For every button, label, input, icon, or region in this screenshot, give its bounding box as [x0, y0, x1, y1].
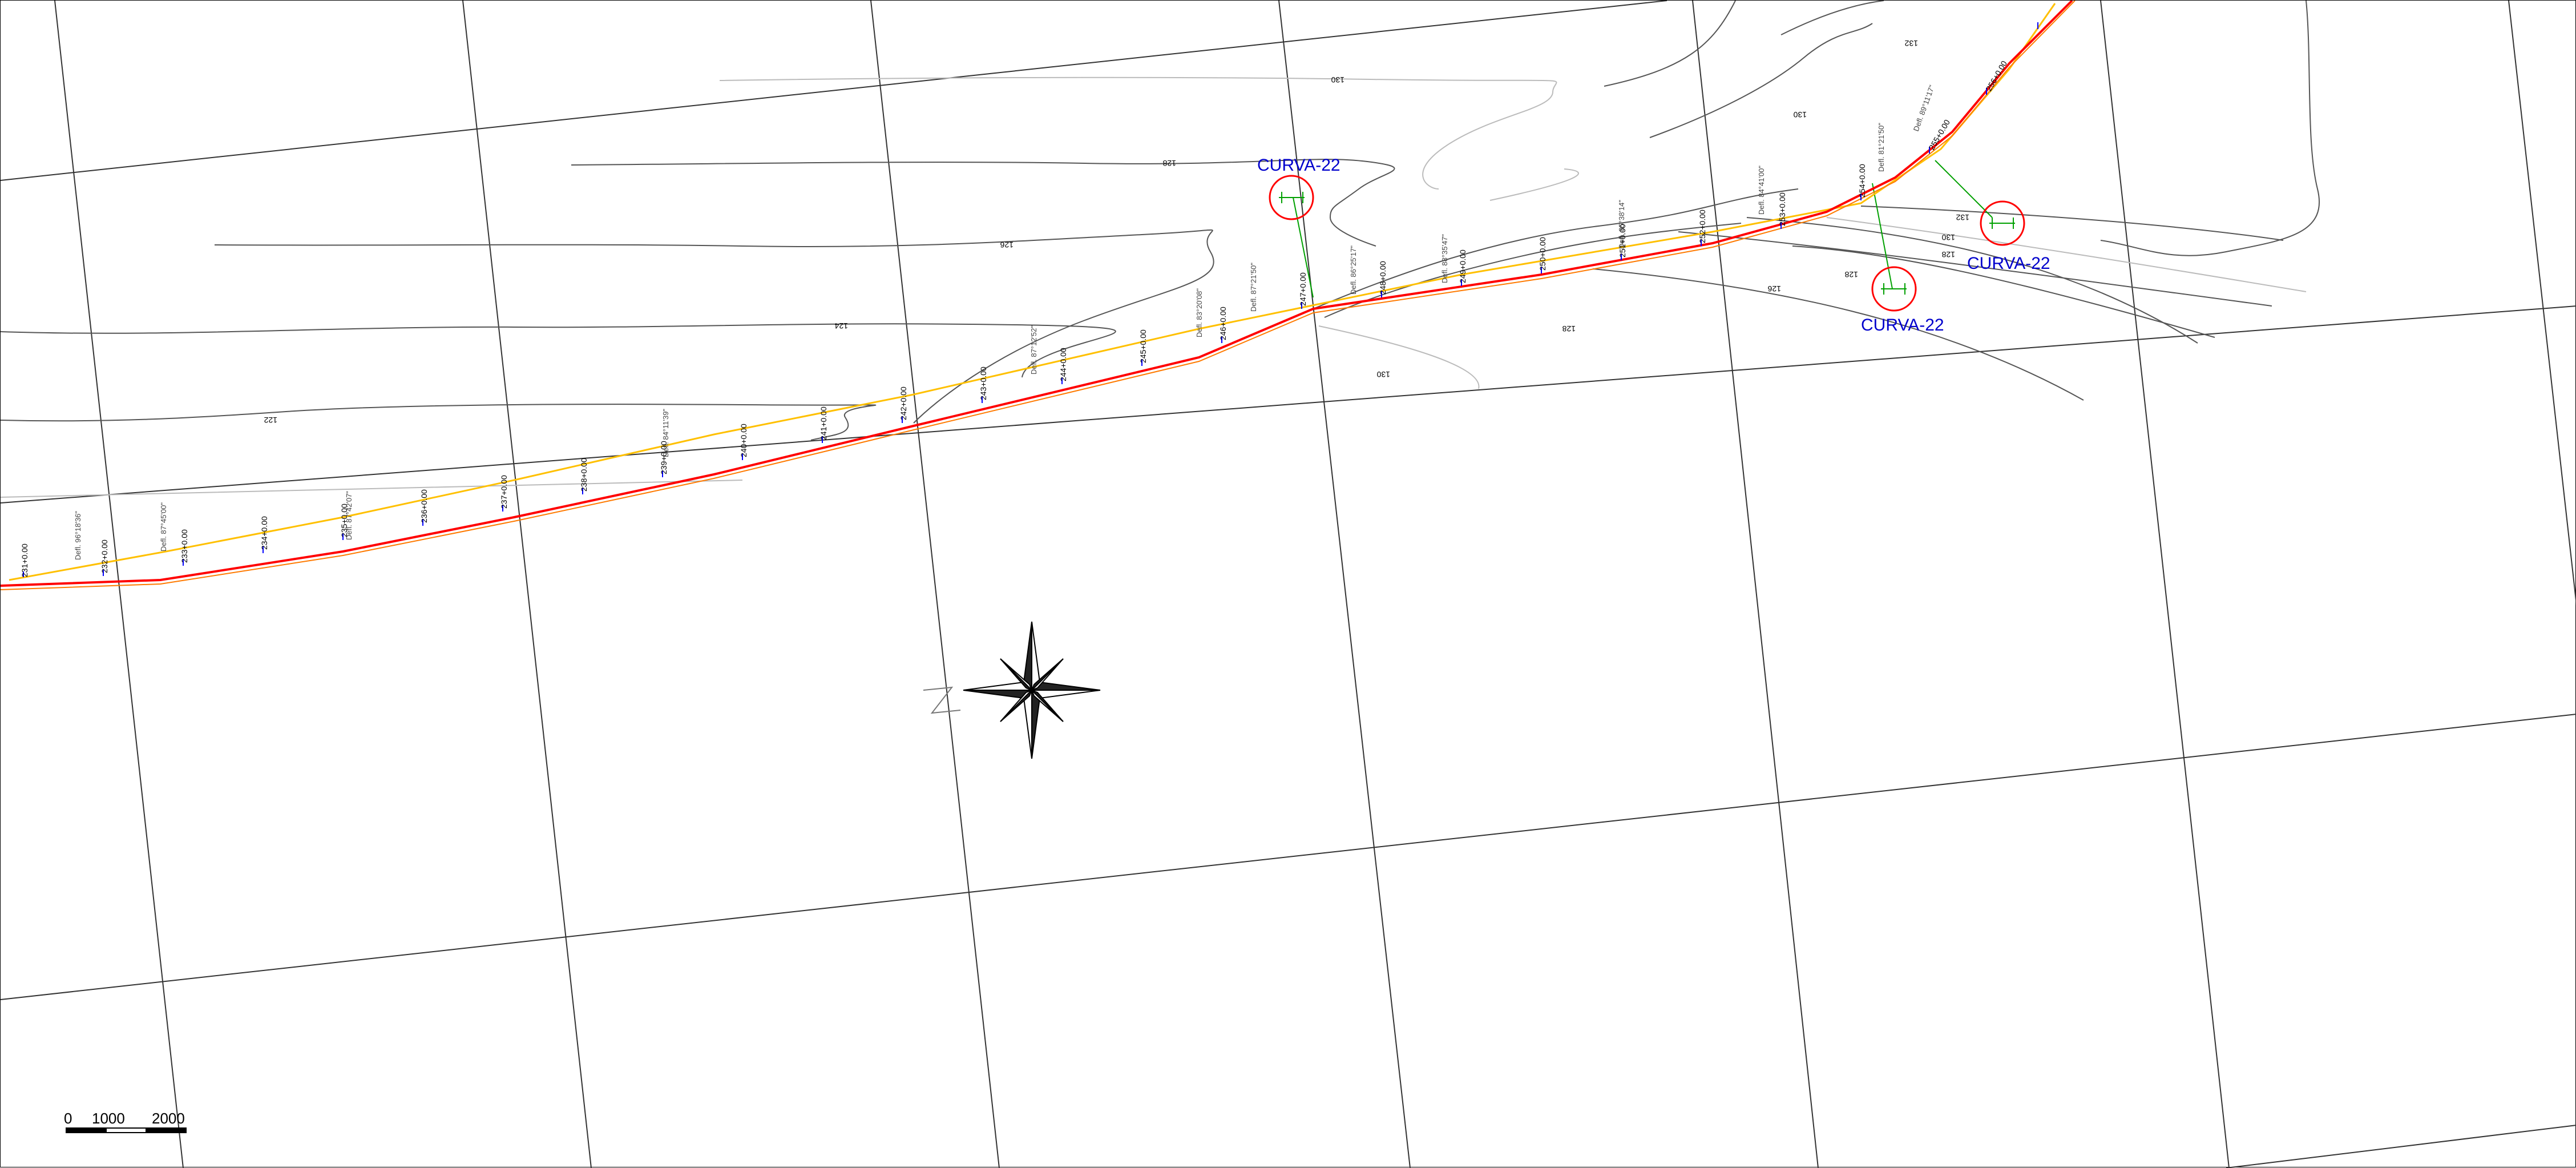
deflection-label: Defl. 84°11'39" [661, 409, 670, 457]
alignment-edge [1, 1, 2076, 590]
deflection-label: Defl. 87°12'52" [1029, 325, 1038, 374]
contour-label: 132 [1904, 39, 1918, 48]
contour-label: 126 [1000, 240, 1014, 249]
offset-line [9, 3, 2056, 581]
contour-label: 130 [1331, 75, 1344, 84]
station-label: 232+0.00 [100, 539, 109, 573]
station-label: 252+0.00 [1698, 210, 1707, 243]
contour-label: 130 [1793, 110, 1807, 119]
contour-label: 128 [1562, 324, 1576, 333]
station-labels: 231+0.00 232+0.00 233+0.00 234+0.00 235+… [20, 59, 2009, 577]
station-label: 249+0.00 [1458, 249, 1467, 283]
station-label: 238+0.00 [579, 458, 588, 492]
contour-label: 130 [1941, 233, 1955, 242]
contour-label: 128 [1844, 270, 1858, 279]
deflection-label: Defl. 85°38'14" [1617, 200, 1626, 249]
contour-labels: 122 124 126 128 130 128 130 128 126 128 … [264, 39, 1969, 425]
scale-label-1000: 1000 [92, 1110, 125, 1127]
deflection-label: Defl. 87°42'07" [345, 491, 353, 540]
station-label: 233+0.00 [180, 529, 189, 563]
station-label: 251+0.00 [1618, 224, 1627, 257]
contour-label: 126 [1767, 284, 1781, 293]
contour-label: 124 [834, 321, 848, 331]
contour-label: 122 [264, 416, 277, 425]
deflection-label: Defl. 86°25'17" [1349, 245, 1358, 295]
station-ticks [23, 22, 2038, 577]
station-label: 254+0.00 [1858, 164, 1867, 198]
alignment-line [1, 1, 2073, 587]
station-label: 236+0.00 [419, 489, 429, 523]
station-label: 234+0.00 [260, 516, 269, 550]
curve-label-1: CURVA-22 [1257, 156, 1341, 175]
station-label: 246+0.00 [1218, 307, 1228, 340]
curve-marker-1[interactable] [1269, 175, 1314, 220]
leader-lines [1293, 160, 1993, 298]
curve-label-3: CURVA-22 [1861, 316, 1944, 335]
station-label: 231+0.00 [20, 543, 29, 577]
station-label: 245+0.00 [1138, 329, 1148, 363]
station-label: 253+0.00 [1778, 192, 1787, 226]
station-label: 244+0.00 [1059, 348, 1068, 381]
station-label: 248+0.00 [1378, 261, 1387, 295]
station-label: 247+0.00 [1298, 272, 1307, 306]
scale-bar: 0 1000 2000 [64, 1110, 187, 1133]
compass-rose-icon [923, 621, 1101, 759]
deflection-label: Defl. 87°45'00" [159, 502, 168, 551]
contour-label: 128 [1941, 250, 1955, 259]
station-label: 250+0.00 [1538, 237, 1547, 271]
station-label: 240+0.00 [739, 424, 748, 457]
station-label: 237+0.00 [499, 475, 508, 509]
deflection-label: Defl. 89°11'17" [1912, 84, 1936, 132]
station-label: 256+0.00 [1984, 59, 2009, 92]
deflection-label: Defl. 87°21'50" [1249, 263, 1258, 312]
scale-label-2000: 2000 [152, 1110, 185, 1127]
contour-lines [1, 1, 2320, 441]
curve-label-2: CURVA-22 [1967, 254, 2050, 273]
deflection-label: Defl. 88°35'47" [1440, 234, 1449, 283]
deflection-label: Defl. 83°20'08" [1195, 288, 1204, 337]
station-label: 239+0.00 [659, 441, 668, 474]
deflection-label: Defl. 96°18'36" [74, 511, 82, 560]
scale-label-0: 0 [64, 1110, 72, 1127]
curve-marker-2[interactable] [1980, 200, 2025, 246]
contour-label: 132 [1956, 213, 1969, 222]
contour-label: 128 [1162, 159, 1176, 168]
station-label: 241+0.00 [819, 406, 828, 440]
secondary-contours [1, 76, 2307, 498]
deflection-label: Defl. 84°41'00" [1757, 166, 1766, 215]
station-label: 242+0.00 [899, 386, 908, 420]
deflection-label: Defl. 81°21'50" [1877, 123, 1885, 172]
contour-label: 130 [1376, 370, 1390, 379]
curve-marker-3[interactable] [1871, 266, 1917, 312]
station-label: 243+0.00 [979, 366, 988, 400]
station-label: 235+0.00 [340, 504, 349, 537]
